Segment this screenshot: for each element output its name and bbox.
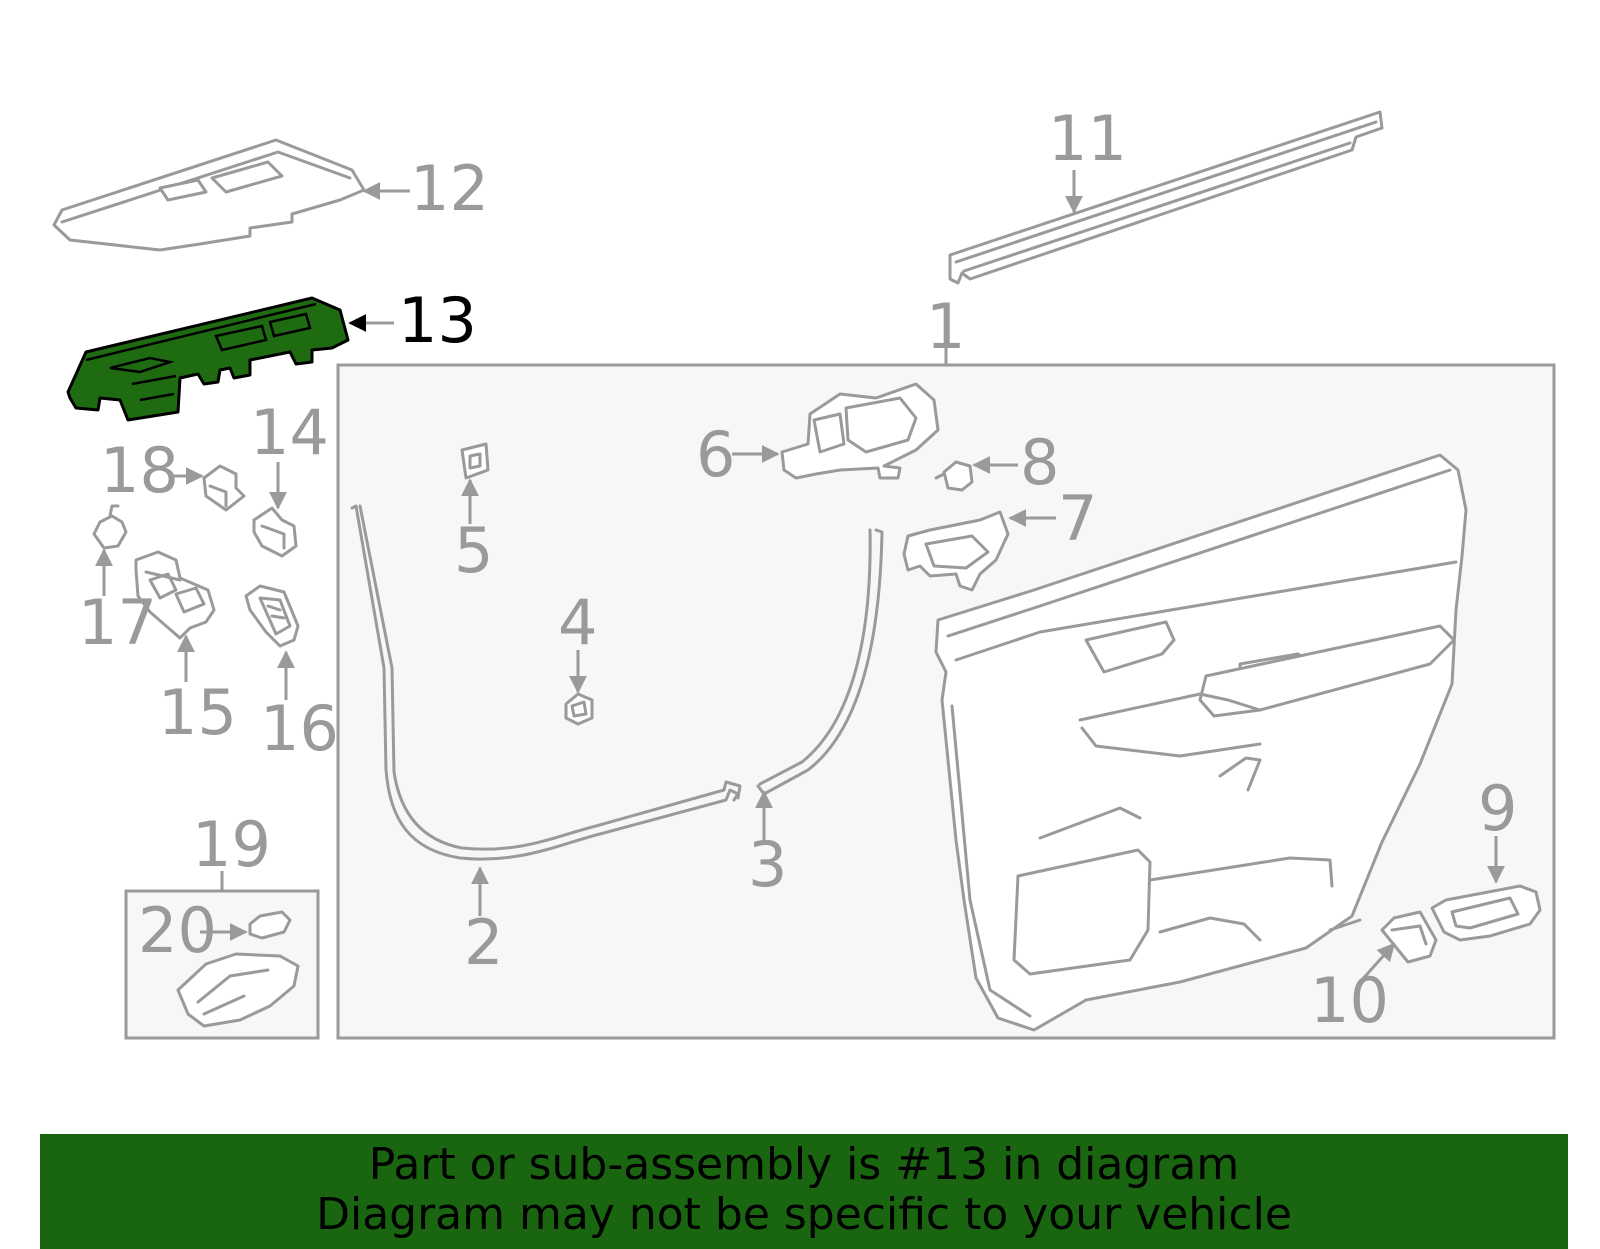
part-13-switch-bezel[interactable] xyxy=(66,296,350,422)
callout-12[interactable]: 12 xyxy=(410,152,489,225)
part-5-clip[interactable] xyxy=(460,442,490,480)
part-17-clip[interactable] xyxy=(92,504,128,550)
callout-2[interactable]: 2 xyxy=(464,906,503,979)
leader-10 xyxy=(1358,942,1396,984)
part-1-door-trim-panel[interactable] xyxy=(934,453,1468,1032)
part-4-clip[interactable] xyxy=(564,692,594,726)
callout-16[interactable]: 16 xyxy=(260,692,339,765)
callout-5[interactable]: 5 xyxy=(454,514,493,587)
part-3-weatherstrip[interactable] xyxy=(756,528,884,796)
part-18-switch[interactable] xyxy=(202,464,246,512)
part-2-weatherstrip[interactable] xyxy=(350,504,742,861)
banner-line-2: Diagram may not be specific to your vehi… xyxy=(316,1189,1292,1240)
callout-20[interactable]: 20 xyxy=(138,894,217,967)
callout-18[interactable]: 18 xyxy=(100,434,179,507)
part-11-belt-molding[interactable] xyxy=(948,110,1384,285)
part-8-cap[interactable] xyxy=(934,460,974,492)
callout-17[interactable]: 17 xyxy=(78,586,157,659)
callout-13[interactable]: 13 xyxy=(398,284,477,357)
callout-9[interactable]: 9 xyxy=(1478,772,1517,845)
info-banner: Part or sub-assembly is #13 in diagram D… xyxy=(40,1134,1568,1249)
callout-10[interactable]: 10 xyxy=(1310,964,1389,1037)
callout-7[interactable]: 7 xyxy=(1058,482,1097,555)
callout-8[interactable]: 8 xyxy=(1020,426,1059,499)
callout-15[interactable]: 15 xyxy=(158,676,237,749)
part-14-switch[interactable] xyxy=(252,506,298,558)
part-19-courtesy-lamp[interactable] xyxy=(176,952,300,1028)
callout-3[interactable]: 3 xyxy=(748,828,787,901)
callout-4[interactable]: 4 xyxy=(558,586,597,659)
part-15-master-switch[interactable] xyxy=(134,550,216,640)
callout-14[interactable]: 14 xyxy=(250,396,329,469)
part-6-inside-handle[interactable] xyxy=(780,382,940,480)
part-10-switch[interactable] xyxy=(1380,910,1438,964)
part-12-switch-panel[interactable] xyxy=(52,138,366,252)
callout-19[interactable]: 19 xyxy=(192,808,271,881)
part-20-bulb[interactable] xyxy=(248,910,292,940)
callout-6[interactable]: 6 xyxy=(696,418,735,491)
callout-11[interactable]: 11 xyxy=(1048,102,1127,175)
callout-1[interactable]: 1 xyxy=(926,290,965,363)
part-16-switch[interactable] xyxy=(244,584,300,648)
banner-line-1: Part or sub-assembly is #13 in diagram xyxy=(368,1139,1240,1190)
part-7-bracket[interactable] xyxy=(902,510,1010,592)
part-9-handle-bezel[interactable] xyxy=(1430,884,1542,942)
